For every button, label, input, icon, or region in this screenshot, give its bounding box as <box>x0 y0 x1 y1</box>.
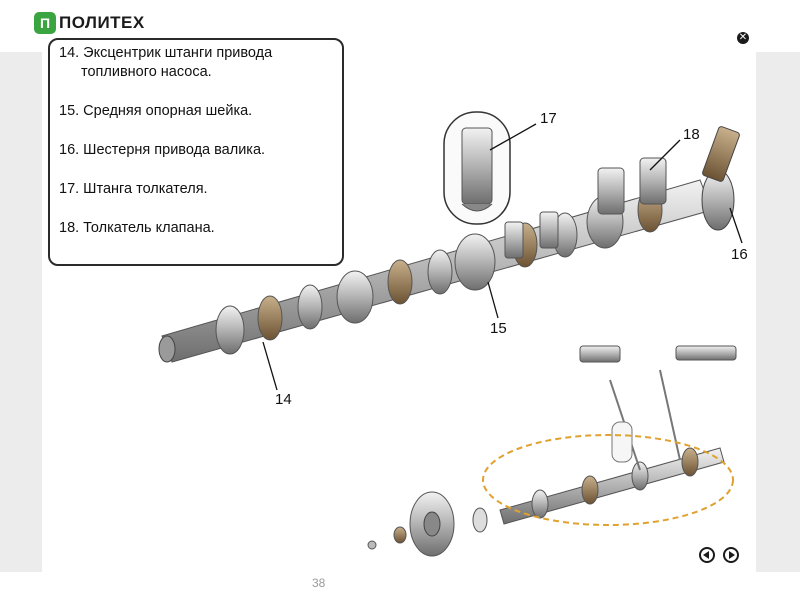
callout-14: 14 <box>275 391 292 408</box>
arrow-left-icon <box>703 551 709 559</box>
legend-item-14-line2: топливного насоса. <box>81 64 212 80</box>
leader-lines <box>262 123 743 391</box>
legend-item-16: 16. Шестерня привода валика. <box>59 142 266 158</box>
left-side-band <box>0 52 42 572</box>
camshaft <box>158 126 740 363</box>
valve-tappets <box>597 157 667 215</box>
arrow-right-icon <box>729 551 735 559</box>
close-icon[interactable]: ✕ <box>737 32 749 44</box>
legend-box: 14. Эксцентрик штанги привода топливного… <box>48 38 344 266</box>
highlight-dashed-ellipse <box>482 434 734 526</box>
pushrod-rocker-parts <box>504 211 559 259</box>
drive-gear <box>701 126 740 231</box>
page-number: 38 <box>312 576 326 590</box>
logo-mark: П <box>34 12 56 34</box>
callout-15: 15 <box>490 320 507 337</box>
callout-17: 17 <box>540 110 557 127</box>
callout-16: 16 <box>731 246 748 263</box>
logo-text: ПОЛИТЕХ <box>59 13 145 32</box>
legend-item-17: 17. Штанга толкателя. <box>59 181 208 197</box>
prev-button[interactable] <box>699 547 715 563</box>
legend-item-15: 15. Средняя опорная шейка. <box>59 103 253 119</box>
pushrod-detail <box>443 111 511 225</box>
right-side-band <box>756 52 800 572</box>
logo: П ПОЛИТЕХ <box>34 12 145 34</box>
callout-18: 18 <box>683 126 700 143</box>
legend-item-18: 18. Толкатель клапана. <box>59 220 215 236</box>
legend-item-14-line1: 14. Эксцентрик штанги привода <box>59 45 273 61</box>
next-button[interactable] <box>723 547 739 563</box>
legend-item-14: 14. Эксцентрик штанги привода топливного… <box>59 44 342 82</box>
exploded-assembly-view <box>367 345 737 557</box>
